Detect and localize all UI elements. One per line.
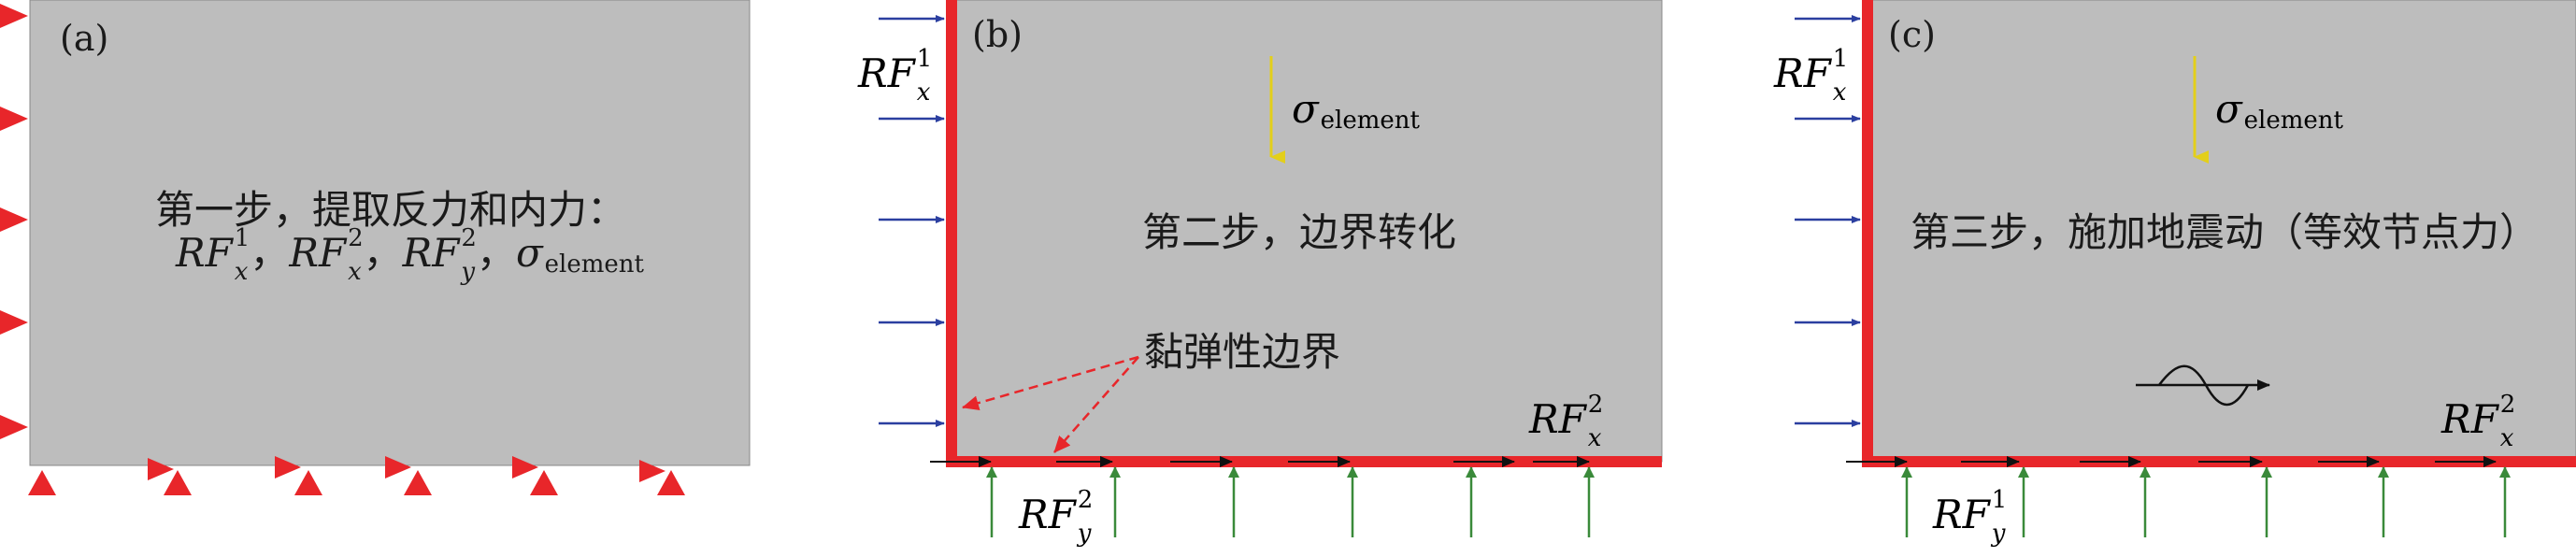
panel-b-label: (b)	[972, 14, 1023, 55]
panel-b-boundary-left	[946, 0, 957, 467]
panel-a-left-supports	[0, 4, 28, 439]
triangle-support-icon	[0, 207, 28, 232]
panel-a-domain	[29, 0, 751, 466]
triangle-support-icon	[0, 4, 28, 28]
separator: ，	[250, 230, 290, 276]
triangle-support-icon	[0, 415, 28, 439]
panel-c-green-arrows	[1901, 466, 2511, 537]
panel-c-sigma: σ element	[2215, 86, 2343, 135]
arrow	[1053, 356, 1139, 453]
triangle-support-icon	[385, 456, 411, 478]
triangle-support-icon	[0, 107, 28, 131]
sigma-term: σ element	[515, 230, 644, 278]
panel-c-boundary-left	[1862, 0, 1873, 467]
triangle-support-icon	[657, 470, 685, 495]
triangle-support-icon	[28, 470, 56, 495]
triangle-support-icon	[164, 470, 192, 495]
panel-b-domain	[951, 0, 1663, 463]
panel-b-boundary-label: 黏弹性边界	[1144, 329, 1341, 375]
panel-c-label: (c)	[1888, 14, 1936, 55]
arrow	[962, 355, 1139, 410]
triangle-support-icon	[512, 456, 538, 478]
panel-a-title: 第一步，提取反力和内力：	[154, 187, 626, 233]
seismic-wave-icon	[2136, 364, 2270, 406]
panel-b-title: 第二步，边界转化	[1141, 209, 1456, 255]
panel-a	[0, 0, 751, 495]
panel-c-blue-arrows	[1795, 15, 1861, 427]
panel-a-bottom-supports	[28, 470, 685, 495]
panel-a-bottom-horizontal-supports	[148, 456, 665, 482]
panel-b-dashed-leaders	[962, 355, 1139, 453]
separator: ，	[476, 230, 516, 276]
diagram-graphics	[0, 0, 2576, 537]
triangle-support-icon	[404, 470, 432, 495]
panel-b-blue-arrows	[879, 15, 945, 427]
triangle-support-icon	[148, 458, 174, 480]
panel-a-label: (a)	[60, 18, 109, 59]
triangle-support-icon	[0, 310, 28, 335]
panel-b-sigma: σ element	[1292, 86, 1420, 135]
panel-c	[1795, 0, 2576, 537]
triangle-support-icon	[530, 470, 558, 495]
panel-c-title: 第三步，施加地震动（等效节点力）	[1910, 209, 2539, 255]
panel-b	[879, 0, 1663, 537]
triangle-support-icon	[294, 470, 322, 495]
triangle-support-icon	[639, 460, 665, 482]
panel-b-green-arrows	[986, 466, 1595, 537]
triangle-support-icon	[275, 456, 301, 478]
separator: ，	[363, 230, 403, 276]
